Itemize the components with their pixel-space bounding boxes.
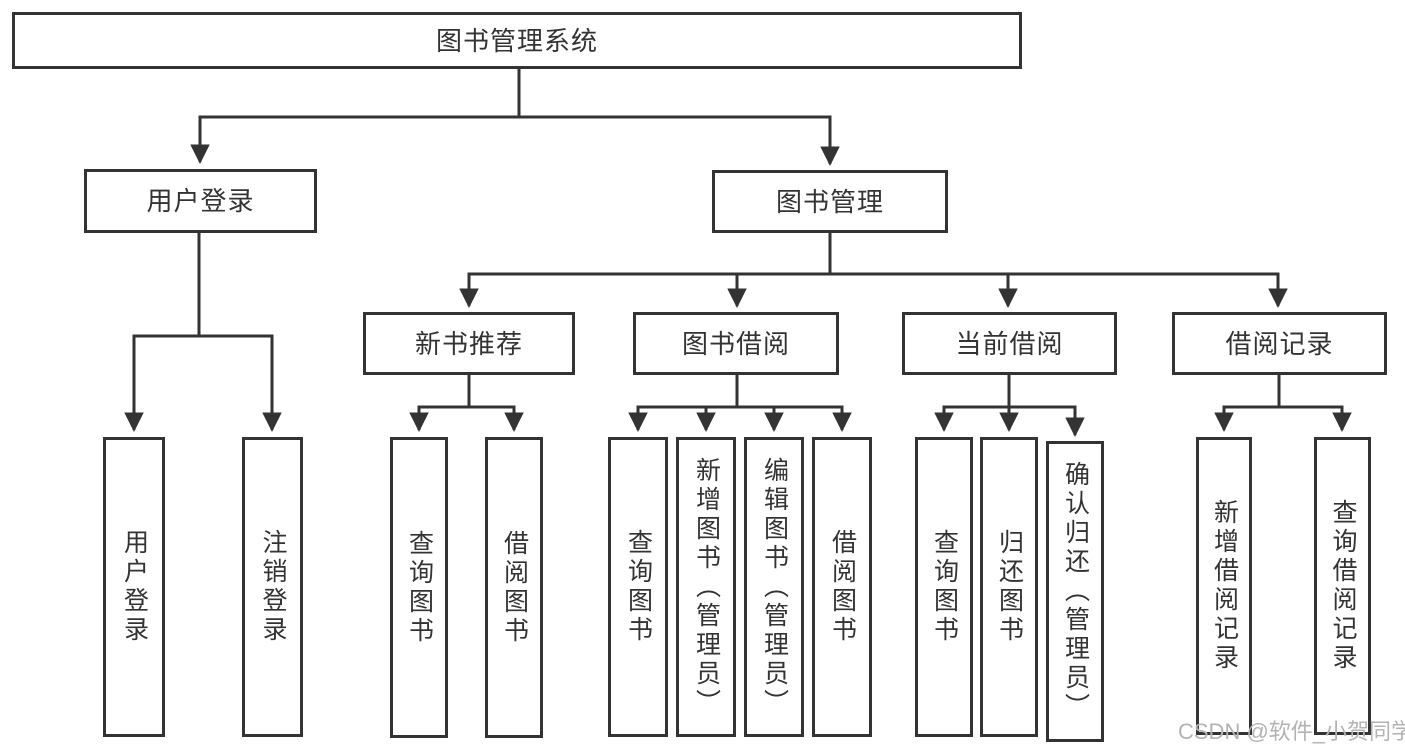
- leaf-logout-label: 注销登录: [259, 529, 287, 645]
- branch-book-management-label: 图书管理: [775, 186, 884, 217]
- node-borrow-records: 借阅记录: [1172, 312, 1387, 375]
- watermark-text: CSDN @软件_小贺同学: [1178, 719, 1405, 744]
- leaf-edit-books-admin: 编辑图书（管理员）: [744, 437, 804, 737]
- connector-borrow-records: [1222, 374, 1344, 409]
- leaf-query-books-3: 查询图书: [915, 437, 973, 737]
- root-node-label: 图书管理系统: [435, 25, 598, 56]
- node-borrow-records-label: 借阅记录: [1225, 328, 1334, 359]
- leaf-user-login-label: 用户登录: [120, 529, 149, 645]
- branch-user-login-label: 用户登录: [146, 186, 255, 216]
- leaf-return-books-label: 归还图书: [995, 529, 1024, 645]
- leaf-confirm-return-admin: 确认归还（管理员）: [1046, 441, 1104, 742]
- leaf-borrow-books-1-label: 借阅图书: [500, 529, 529, 646]
- leaf-add-books-admin: 新增图书（管理员）: [676, 437, 736, 737]
- leaf-query-borrow-record-label: 查询借阅记录: [1329, 499, 1357, 673]
- branch-user-login: 用户登录: [84, 169, 317, 233]
- leaf-add-borrow-record-label: 新增借阅记录: [1210, 499, 1239, 673]
- leaf-query-books-3-label: 查询图书: [930, 529, 959, 645]
- leaf-confirm-return-admin-label: 确认归还（管理员）: [1061, 461, 1090, 722]
- branch-book-management: 图书管理: [712, 170, 948, 233]
- leaf-logout: 注销登录: [242, 437, 303, 737]
- leaf-add-books-admin-label: 新增图书（管理员）: [692, 456, 721, 718]
- node-book-borrow-label: 图书借阅: [681, 328, 790, 359]
- leaf-borrow-books-1: 借阅图书: [485, 437, 543, 738]
- connector-book-borrow: [636, 374, 844, 409]
- node-current-borrow-label: 当前借阅: [955, 328, 1064, 359]
- connector-current-borrow: [942, 374, 1077, 409]
- watermark: CSDN @软件_小贺同学: [1178, 714, 1405, 746]
- leaf-borrow-books-2-label: 借阅图书: [828, 529, 857, 645]
- node-current-borrow: 当前借阅: [902, 312, 1117, 375]
- leaf-add-borrow-record: 新增借阅记录: [1196, 437, 1252, 735]
- node-new-book-recommend-label: 新书推荐: [414, 328, 523, 359]
- leaf-return-books: 归还图书: [980, 437, 1038, 737]
- connector-new-book: [417, 374, 516, 409]
- leaf-query-books-1: 查询图书: [390, 437, 448, 738]
- leaf-borrow-books-2: 借阅图书: [812, 437, 872, 737]
- leaf-query-books-1-label: 查询图书: [405, 529, 434, 646]
- root-node-library-system: 图书管理系统: [12, 12, 1022, 69]
- leaf-query-books-2: 查询图书: [608, 437, 668, 737]
- node-book-borrow: 图书借阅: [633, 312, 839, 375]
- node-new-book-recommend: 新书推荐: [363, 312, 575, 375]
- leaf-user-login: 用户登录: [103, 437, 165, 737]
- leaf-query-books-2-label: 查询图书: [624, 529, 653, 645]
- connector-book-management: [467, 233, 1280, 276]
- connector-root: [198, 68, 832, 119]
- leaf-edit-books-admin-label: 编辑图书（管理员）: [760, 456, 789, 718]
- connector-user-login: [132, 232, 274, 338]
- leaf-query-borrow-record: 查询借阅记录: [1314, 437, 1371, 735]
